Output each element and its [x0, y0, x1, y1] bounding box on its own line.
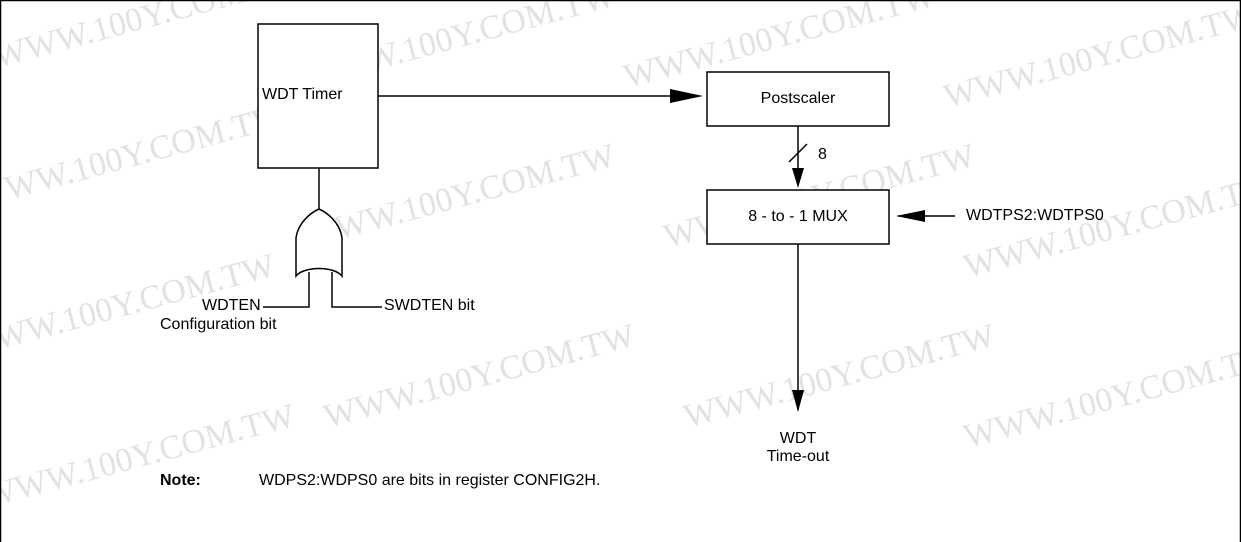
wdt-timer-box [257, 23, 379, 169]
timeout-label: WDT [779, 430, 817, 447]
note-text: WDPS2:WDPS0 are bits in register CONFIG2… [259, 472, 601, 489]
swdten-input-wire [331, 272, 382, 308]
or-gate-icon [295, 208, 343, 279]
swdten-label: SWDTEN bit [384, 297, 475, 314]
postscaler-label: Postscaler [760, 90, 836, 107]
note-label: Note: [160, 472, 201, 489]
arrowhead-icon [792, 168, 804, 188]
wdten-input-wire [263, 272, 310, 308]
arrowhead-icon [792, 390, 804, 412]
wdtps-label: WDTPS2:WDTPS0 [966, 207, 1104, 224]
wdt-timer-label: WDT Timer [262, 86, 343, 103]
wdten-label: WDTEN [202, 297, 261, 314]
timeout-label-2: Time-out [766, 448, 830, 465]
wdten-config-label: Configuration bit [160, 316, 277, 333]
bus-slash [788, 143, 808, 163]
arrowhead-icon [670, 89, 703, 103]
bus-width-label: 8 [818, 146, 827, 163]
mux-label: 8 - to - 1 MUX [748, 208, 848, 225]
arrowhead-icon [896, 210, 925, 222]
mux-box [706, 189, 890, 245]
postscaler-box [706, 71, 890, 127]
